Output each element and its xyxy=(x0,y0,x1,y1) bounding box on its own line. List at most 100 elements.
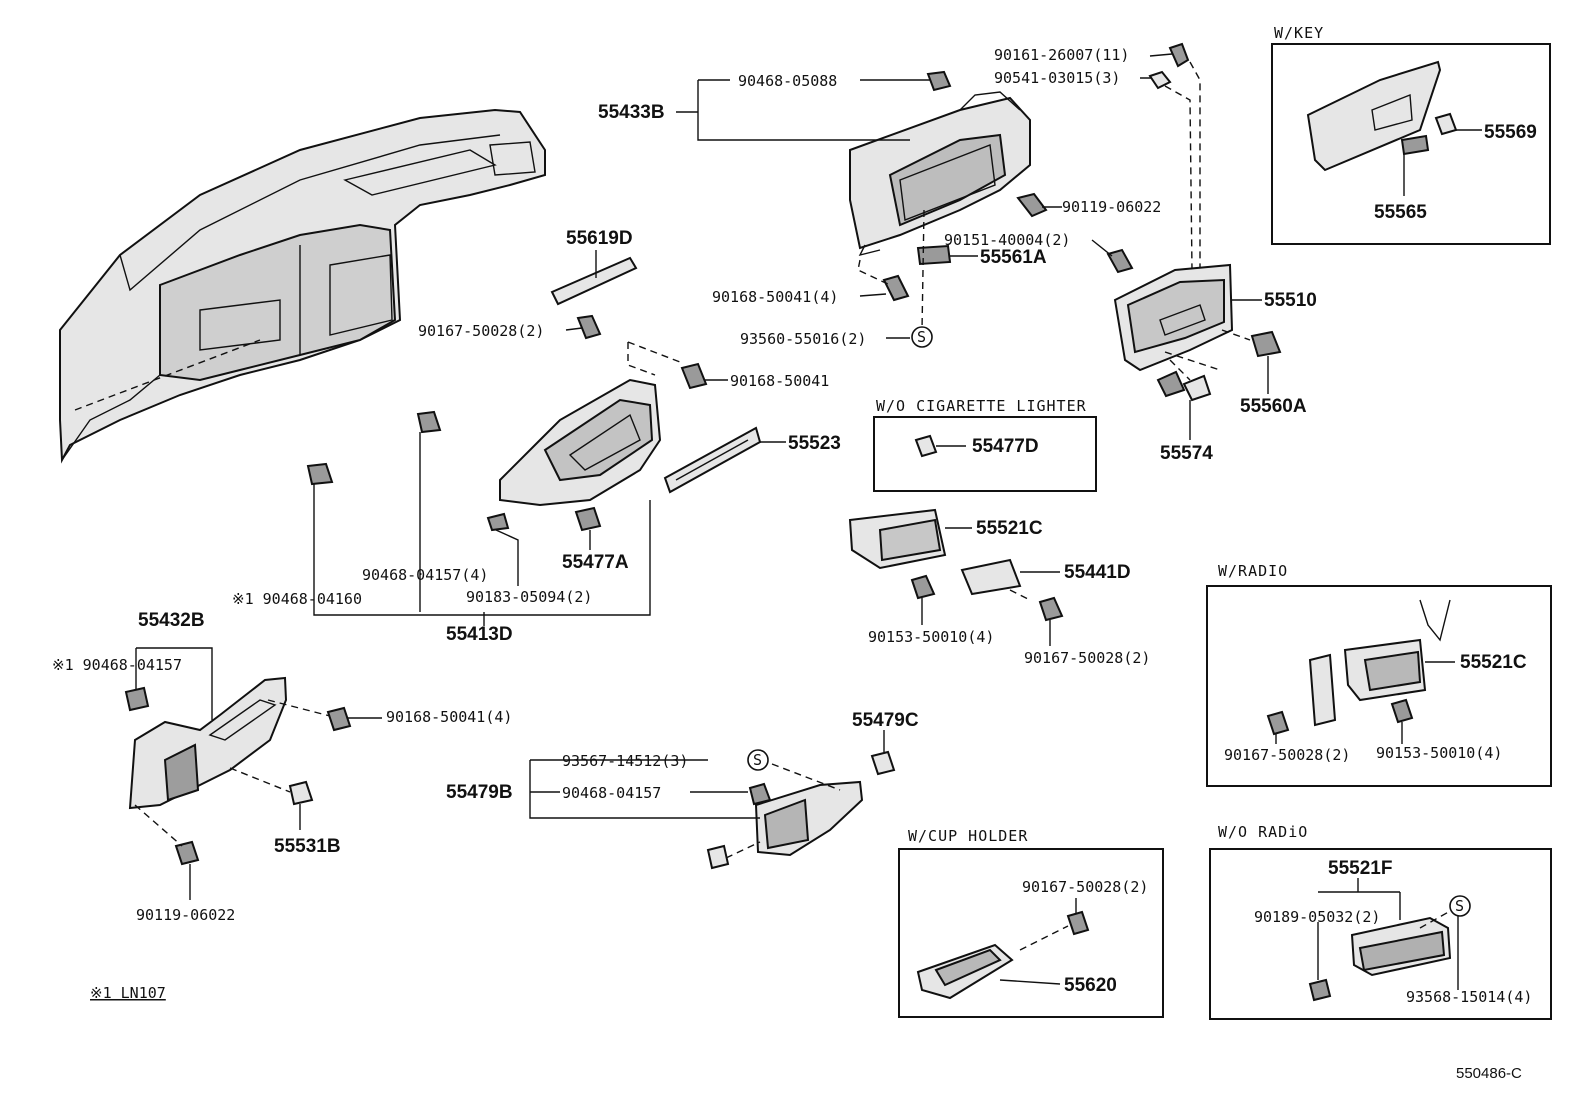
diagram-id: 550486-C xyxy=(1456,1065,1522,1082)
title-wo-cigarette-lighter: W/O CIGARETTE LIGHTER xyxy=(876,397,1087,415)
label-55619D: 55619D xyxy=(566,228,633,249)
clip-90468-04157-4 xyxy=(416,410,442,434)
frame-w-cup-holder xyxy=(898,848,1164,1018)
panel-55432B xyxy=(128,676,288,810)
leader-lines-glovebox xyxy=(1164,299,1269,440)
title-w-key: W/KEY xyxy=(1274,24,1324,42)
s-symbol-93567 xyxy=(747,749,769,771)
label-55477D: 55477D xyxy=(972,436,1039,457)
s-symbol-93568 xyxy=(1449,895,1471,917)
bracket-55561A xyxy=(916,244,952,266)
label-90468-04157-b: 90468-04157 xyxy=(562,784,661,802)
label-93560-55016: 93560-55016(2) xyxy=(740,330,866,348)
label-55521C: 55521C xyxy=(976,518,1043,539)
leader-lines-wradio xyxy=(1275,722,1403,744)
footnote-ln107: ※1 LN107 xyxy=(90,984,166,1002)
label-90168-50041-4: 90168-50041(4) xyxy=(712,288,838,306)
strip-55523 xyxy=(663,426,786,494)
lock-55569 xyxy=(1434,112,1458,136)
clip-90183-05094 xyxy=(486,512,510,532)
screw-wradio-90153 xyxy=(1390,698,1414,724)
frame-w-key xyxy=(1271,43,1551,245)
stopper-55574 xyxy=(1156,370,1212,402)
label-90183-05094: 90183-05094(2) xyxy=(466,588,592,606)
cup-holder-55620 xyxy=(916,943,1061,1000)
screw-90168-50041-mid xyxy=(680,362,708,390)
glove-box-door-55433B xyxy=(849,91,1031,257)
label-55479C: 55479C xyxy=(852,710,919,731)
leader-lines-55479 xyxy=(529,730,885,859)
pocket-55521F xyxy=(1350,916,1452,977)
frame-wo-radio xyxy=(1209,848,1552,1020)
screw-cup-90167 xyxy=(1066,910,1090,936)
leader-lines-55619D xyxy=(565,327,583,331)
glove-box-55510 xyxy=(1113,263,1234,372)
clip-90189-05032 xyxy=(1308,978,1332,1002)
label-55477A: 55477A xyxy=(562,552,629,573)
dash-lines-55413D xyxy=(627,341,728,381)
label-93567-14512: 93567-14512(3) xyxy=(562,752,688,770)
label-90541-03015: 90541-03015(3) xyxy=(994,69,1120,87)
label-55479B: 55479B xyxy=(446,782,513,803)
glovebox-key-illustration xyxy=(1306,60,1442,172)
label-90468-04157-4: 90468-04157(4) xyxy=(362,566,488,584)
label-90153-50010: 90153-50010(4) xyxy=(868,628,994,646)
label-90119-06022-bot: 90119-06022 xyxy=(136,906,235,924)
leader-lines-wkey xyxy=(1403,129,1482,196)
plug-55477D xyxy=(914,434,966,458)
label-90168-50041-left: 90168-50041(4) xyxy=(386,708,512,726)
s-symbol-93567-text: S xyxy=(753,751,762,769)
label-55441D: 55441D xyxy=(1064,562,1131,583)
frame-w-radio xyxy=(1206,585,1552,787)
leader-lines-top xyxy=(676,53,1201,339)
screw-90168-50041-left xyxy=(326,706,352,732)
title-w-radio: W/RADIO xyxy=(1218,562,1288,580)
leader-lines-55521C xyxy=(921,589,1051,646)
label-55560A: 55560A xyxy=(1240,396,1307,417)
lock-55560A xyxy=(1250,330,1282,358)
bracket-55619D xyxy=(550,250,638,306)
s-symbol-93560 xyxy=(911,326,933,348)
label-55510: 55510 xyxy=(1264,290,1317,311)
box-55521C xyxy=(848,508,972,570)
label-55569: 55569 xyxy=(1484,122,1537,143)
label-90167-50028-mid: 90167-50028(2) xyxy=(418,322,544,340)
clip-90468-04157-b xyxy=(748,782,772,806)
label-wradio-90167-50028: 90167-50028(2) xyxy=(1224,746,1350,764)
lock-55565 xyxy=(1400,134,1430,156)
s-symbol-93568-text: S xyxy=(1455,897,1464,915)
lower-panel-55413D xyxy=(499,378,662,507)
bolt-90161-26007 xyxy=(1168,42,1190,68)
label-55433B: 55433B xyxy=(598,102,665,123)
screw-90119-06022-top xyxy=(1016,192,1048,218)
label-wradio-90153-50010: 90153-50010(4) xyxy=(1376,744,1502,762)
label-55432B: 55432B xyxy=(138,610,205,631)
label-55531B: 55531B xyxy=(274,836,341,857)
label-55523: 55523 xyxy=(788,433,841,454)
label-90468-04160: ※1 90468-04160 xyxy=(232,590,362,608)
labels: 90161-26007(11) 90541-03015(3) 90468-050… xyxy=(52,24,1537,1082)
label-55413D: 55413D xyxy=(446,624,513,645)
screw-90167-50028-mid xyxy=(576,314,602,340)
clip-90468-04160 xyxy=(306,462,334,486)
frame-wo-cigarette-lighter xyxy=(873,416,1097,492)
s-symbol-93560-text: S xyxy=(917,328,926,346)
title-w-cup-holder: W/CUP HOLDER xyxy=(908,827,1028,845)
label-93568-15014: 93568-15014(4) xyxy=(1406,988,1532,1006)
label-55561A: 55561A xyxy=(980,247,1047,268)
label-90167-50028-lower: 90167-50028(2) xyxy=(1024,649,1150,667)
screw-90151-40004 xyxy=(1106,248,1134,274)
leader-lines-55413D xyxy=(313,432,651,626)
leader-lines-woradio xyxy=(1317,878,1459,990)
clip-55531B xyxy=(288,780,314,806)
leader-lines-cup xyxy=(1019,898,1077,951)
label-90468-05088: 90468-05088 xyxy=(738,72,837,90)
label-cup-90167-50028: 90167-50028(2) xyxy=(1022,878,1148,896)
leader-lines-55432B xyxy=(134,647,382,900)
radio-illustration xyxy=(1308,599,1455,727)
title-wo-radio: W/O RADiO xyxy=(1218,823,1308,841)
clip-90468-05088 xyxy=(926,70,952,92)
screw-90153-50010 xyxy=(910,574,936,600)
label-55574: 55574 xyxy=(1160,443,1213,464)
